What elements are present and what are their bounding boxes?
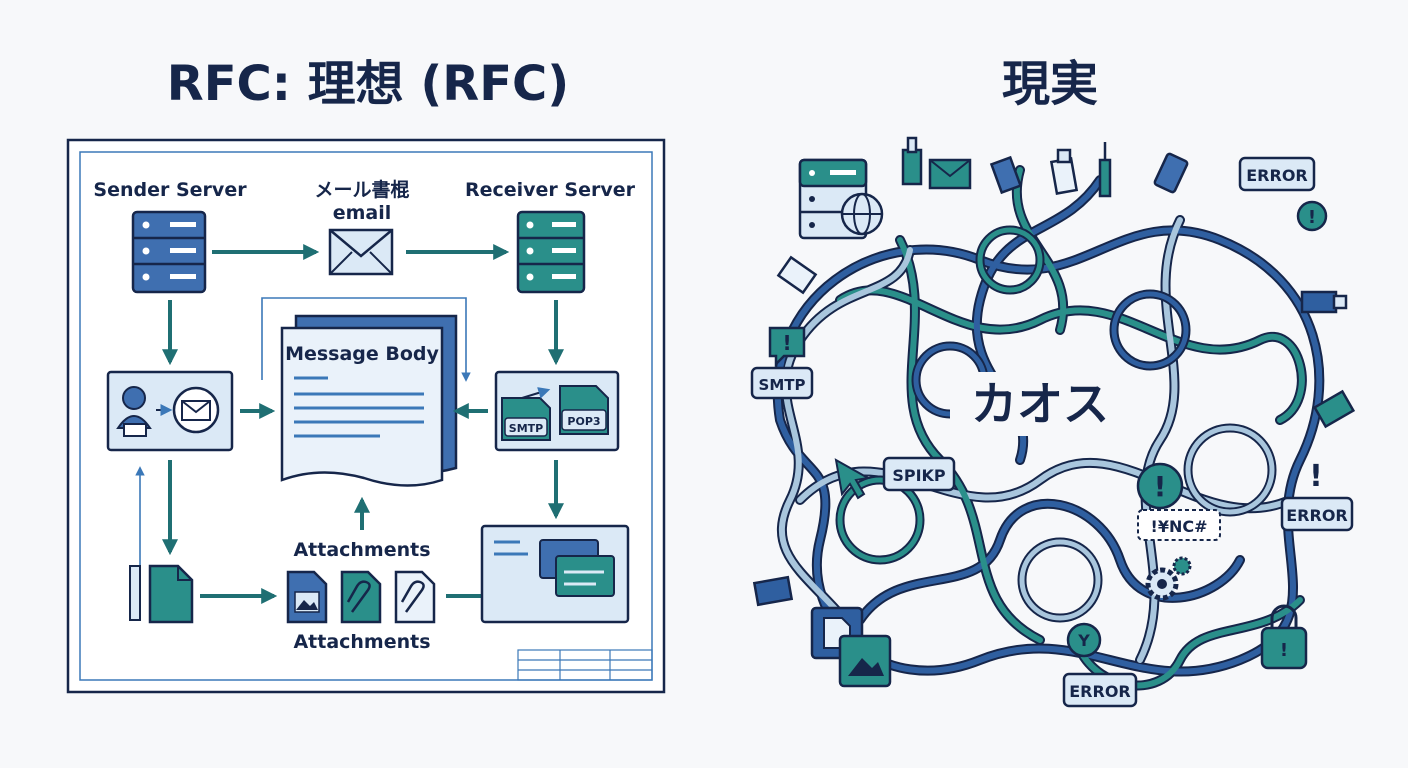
inbox-window [480,524,630,624]
svg-text:ERROR: ERROR [1069,682,1131,701]
chaos-label-backdrop [950,372,1130,436]
svg-text:!: ! [1308,207,1316,228]
reality-title: 現実 [1001,56,1098,112]
sender-server-label: Sender Server [93,179,247,201]
cursor-arrow-icon [834,458,871,500]
paperclip-file-icon [340,570,382,624]
glitch-tag: !¥NC# [1137,509,1221,541]
gear-icon [1145,556,1192,601]
email-label-en: email [333,202,392,224]
message-body-document: Message Body [280,314,458,487]
chaos-image-icon [838,634,892,688]
svg-text:!: ! [1280,640,1288,661]
spikp-tag: SPIKP [882,456,956,492]
smtp-label: SMTP [509,422,543,435]
smtp-pop3-box: SMTP POP3 [494,370,620,452]
svg-text:!: ! [782,331,791,355]
svg-text:!: ! [1154,470,1167,503]
attachments-label-upper: Attachments [293,539,430,561]
ethernet-plug-icon [1049,148,1079,195]
side-plug-bottom-left-icon [752,575,794,607]
sender-server-icon [131,210,207,294]
receiver-server-label: Receiver Server [465,179,636,201]
svg-text:!¥NC#: !¥NC# [1151,517,1208,536]
envelope-icon [328,228,394,276]
message-body-label: Message Body [285,343,439,365]
y-tag: Y [1066,622,1102,658]
email-label-jp: メール書棍 [314,178,409,201]
ideal-panel: Sender Server メール書棍 email Receiver Serve… [66,138,666,694]
chaos-envelope-icon [928,158,972,190]
side-plug-left-icon [776,255,818,295]
title-block [517,649,653,681]
chaos-panel: カオス [750,136,1356,708]
error-tag-bottom: ERROR [1062,672,1138,708]
usb-plug-icon [901,136,923,186]
smtp-tag: SMTP [750,366,814,400]
side-plug-right-icon [1300,290,1348,314]
attachments-label-lower: Attachments [293,631,430,653]
svg-text:Y: Y [1077,631,1090,650]
chaos-center-label: カオス [971,377,1109,431]
mail-client-box [106,370,234,452]
error-tag-top: ERROR [1238,156,1316,192]
usb-c-plug-icon [1153,152,1189,194]
ideal-title: RFC: 理想 (RFC) [166,56,570,112]
ideal-inner-frame [79,151,653,681]
image-file-icon [286,570,328,624]
alert-icon-left: ! [768,326,806,368]
audio-plug-icon [1098,142,1112,198]
alert-icon-top-right: ! [1296,200,1328,232]
hdmi-plug-icon [989,155,1023,195]
svg-text:!: ! [1309,459,1323,494]
pop3-label: POP3 [567,415,600,428]
receiver-server-icon [516,210,586,294]
loop-arrow-top [261,297,471,382]
side-plug-right-2-icon [1312,389,1356,429]
attachment-file-icon [394,570,436,624]
error-tag-right: ERROR [1280,496,1354,532]
lock-icon: ! [1260,604,1308,670]
svg-text:ERROR: ERROR [1246,166,1308,185]
svg-text:ERROR: ERROR [1286,506,1348,525]
svg-text:SPIKP: SPIKP [892,466,946,485]
globe-icon [840,192,884,236]
file-icon [129,564,194,624]
svg-text:SMTP: SMTP [759,376,806,394]
alert-icon-right: ! [1136,462,1184,510]
exclamation-icon: ! [1309,459,1323,494]
